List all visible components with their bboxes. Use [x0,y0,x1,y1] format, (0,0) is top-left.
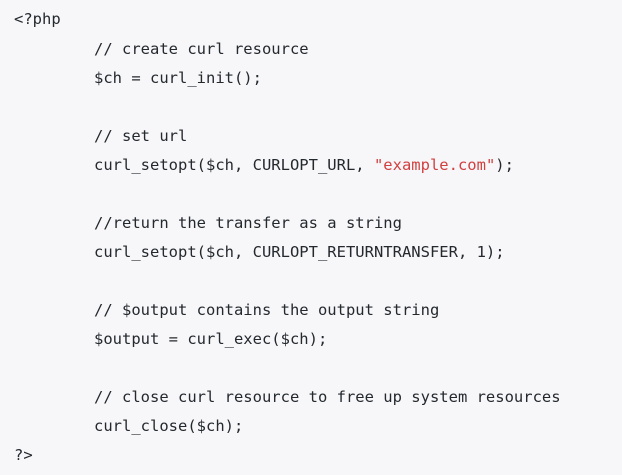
setopt-url-suffix: ); [495,156,514,174]
comment-create-curl: // create curl resource [94,40,309,58]
code-line-curl-init: $ch = curl_init(); [94,69,262,87]
comment-output: // $output contains the output string [94,301,440,319]
code-line-setopt-return: curl_setopt($ch, CURLOPT_RETURNTRANSFER,… [94,243,505,261]
setopt-url-prefix: curl_setopt($ch, CURLOPT_URL, [94,156,374,174]
comment-return-transfer: //return the transfer as a string [94,214,402,232]
code-line-setopt-url: curl_setopt($ch, CURLOPT_URL, "example.c… [94,155,514,175]
comment-close-curl: // close curl resource to free up system… [94,388,561,406]
code-line-curl-exec: $output = curl_exec($ch); [94,330,328,348]
url-string-literal: "example.com" [373,156,496,174]
php-open-tag: <?php [14,10,61,28]
php-close-tag: ?> [14,446,33,464]
comment-set-url: // set url [94,127,188,145]
code-line-curl-close: curl_close($ch); [94,417,244,435]
